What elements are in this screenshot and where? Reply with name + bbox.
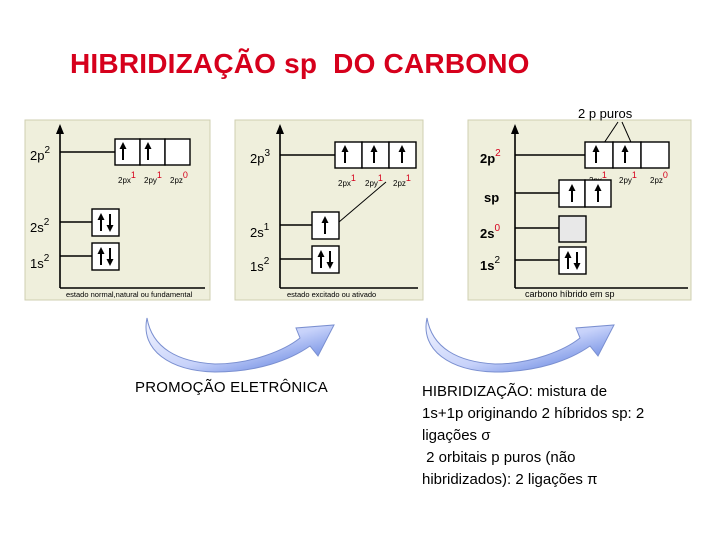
axis-label: estado excitado ou ativado (287, 290, 376, 299)
electron-up-icon (592, 145, 600, 163)
level-label-2s: 2s0 (480, 223, 500, 241)
electron-up-icon (119, 142, 127, 160)
level-label-1s: 1s2 (250, 256, 270, 274)
orbital-box-2pz (640, 141, 670, 169)
level-label-1s: 1s2 (30, 253, 50, 271)
axis-label: estado normal,natural ou fundamental (66, 290, 193, 299)
panel-excited-state: 2p3 2s1 1s2 2px1 2py1 2pz1 estado excita… (234, 119, 424, 301)
y-axis-arrowhead (56, 124, 64, 134)
curved-arrow-hybridization (425, 317, 615, 373)
sublabel-2py: 2py1 (365, 173, 383, 188)
hybridization-caption: HIBRIDIZAÇÃO: mistura de 1s+1p originand… (422, 381, 707, 491)
promotion-caption: PROMOÇÃO ELETRÔNICA (135, 379, 328, 396)
sublabel-2px: 2px1 (118, 170, 136, 185)
orbital-boxes-2p (114, 138, 191, 166)
electron-up-icon (594, 184, 602, 202)
sublabel-2py: 2py1 (619, 170, 637, 185)
level-label-2p: 2p2 (30, 145, 50, 163)
pure-p-callout: 2 p puros (578, 106, 633, 121)
orbital-box-1s (311, 245, 340, 274)
orbital-boxes-sp (558, 179, 612, 208)
page-title: HIBRIDIZAÇÃO sp DO CARBONO (70, 48, 530, 79)
electron-pair-icon (317, 250, 334, 269)
orbital-box-2s (91, 208, 120, 237)
orbital-box-2px (334, 141, 363, 169)
curved-arrow-promotion (145, 317, 335, 373)
caption-line: ligações σ (422, 427, 491, 444)
orbital-box-2pz (164, 138, 191, 166)
electron-up-icon (370, 145, 378, 163)
caption-line: hibridizados): 2 ligações π (422, 471, 598, 488)
orbital-boxes-2p (334, 141, 417, 169)
level-label-1s: 1s2 (480, 255, 500, 273)
electron-up-icon (621, 145, 629, 163)
sublabel-2py: 2py1 (144, 170, 162, 185)
caption-line: 2 orbitais p puros (não (422, 449, 576, 466)
sublabel-2pz: 2pz0 (170, 170, 188, 185)
sublabel-2pz: 2pz1 (393, 173, 411, 188)
promotion-pointer-line (338, 181, 387, 223)
orbital-box-1s (91, 242, 120, 271)
axis-label: carbono híbrido em sp (525, 289, 615, 299)
electron-up-icon (144, 142, 152, 160)
panel-ground-state: 2p2 2s2 1s2 2px1 2py1 2pz0 estado normal… (24, 119, 211, 301)
sublabel-2px: 2px1 (338, 173, 356, 188)
orbital-box-2px (584, 141, 614, 169)
level-label-2p: 2p3 (250, 148, 270, 166)
electron-pair-icon (97, 247, 114, 266)
orbital-box-2py (139, 138, 166, 166)
electron-up-icon (321, 216, 329, 234)
caption-line: 1s+1p originando 2 híbridos sp: 2 (422, 405, 645, 422)
y-axis-arrowhead (276, 124, 284, 134)
caption-line: HIBRIDIZAÇÃO: mistura de (422, 383, 608, 400)
orbital-box-1s (558, 246, 587, 275)
level-label-sp: sp (484, 190, 499, 205)
electron-pair-icon (564, 251, 581, 270)
orbital-box-2px (114, 138, 141, 166)
orbital-box-2s-empty (558, 215, 587, 243)
sublabel-2pz: 2pz0 (650, 170, 668, 185)
electron-up-icon (398, 145, 406, 163)
orbital-boxes-2p (584, 141, 670, 169)
level-label-2p: 2p2 (480, 148, 501, 166)
electron-up-icon (568, 184, 576, 202)
orbital-box-2py (612, 141, 642, 169)
electron-pair-icon (97, 213, 114, 232)
level-label-2s: 2s1 (250, 222, 270, 240)
y-axis-arrowhead (511, 124, 519, 134)
orbital-box-2py (361, 141, 390, 169)
level-label-2s: 2s2 (30, 217, 50, 235)
panel-sp-hybrid: 2 p puros 2p2 sp 2s0 1s2 2px1 2py1 2pz0 (467, 106, 692, 301)
electron-up-icon (341, 145, 349, 163)
